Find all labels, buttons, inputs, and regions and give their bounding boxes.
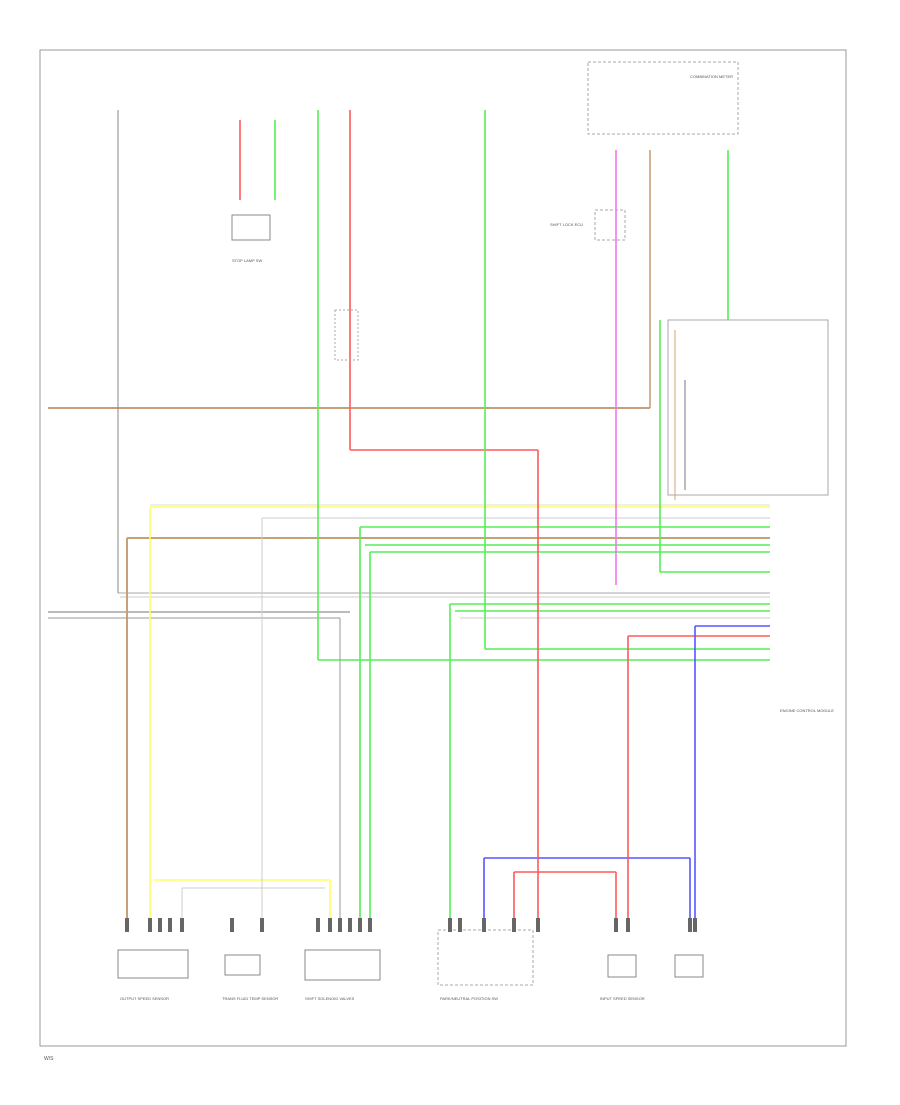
connector-pin: [688, 918, 692, 932]
connector-pin: [260, 918, 264, 932]
relay-switch: [334, 309, 359, 361]
vertical-wires: [117, 110, 729, 920]
top-components: COMBINATION METER SHIFT LOCK ECU STOP LA…: [231, 61, 739, 361]
connector-pin: [693, 918, 697, 932]
output-speed-sensor-box: [117, 949, 189, 979]
output-speed-label: OUTPUT SPEED SENSOR: [120, 996, 169, 1001]
connector-pin: [125, 918, 129, 932]
connector-pin: [626, 918, 630, 932]
connector-pins: [125, 918, 697, 932]
connector-pin: [358, 918, 362, 932]
trans-temp-sensor-box: [224, 954, 261, 976]
connector-pin: [458, 918, 462, 932]
connector-pin: [328, 918, 332, 932]
input-speed-sensor-box: [607, 954, 637, 978]
shift-solenoid-box: [304, 949, 381, 981]
connector-pin: [368, 918, 372, 932]
horizontal-wires: [48, 407, 770, 889]
combination-meter-label: COMBINATION METER: [690, 74, 733, 79]
connector-pin: [536, 918, 540, 932]
connector-pin: [338, 918, 342, 932]
engine-ecu-label: ENGINE CONTROL MODULE: [780, 708, 834, 713]
park-neutral-switch-box: [437, 929, 534, 986]
connector-pin: [180, 918, 184, 932]
input-speed-label: INPUT SPEED SENSOR: [600, 996, 645, 1001]
page-code: W/S: [44, 1056, 54, 1062]
connector-pin: [230, 918, 234, 932]
connector-pin: [512, 918, 516, 932]
shift-solenoid-label: SHIFT SOLENOID VALVES: [305, 996, 355, 1001]
bottom-components: OUTPUT SPEED SENSOR TRANS FLUID TEMP SEN…: [117, 929, 704, 1001]
connector-pin: [316, 918, 320, 932]
park-neutral-label: PARK/NEUTRAL POSITION SW: [440, 996, 498, 1001]
connector-pin: [482, 918, 486, 932]
connector-pin: [148, 918, 152, 932]
trans-temp-label: TRANS FLUID TEMP SENSOR: [222, 996, 278, 1001]
diagram-border: [39, 49, 847, 1047]
engine-ecu-upper-box: [667, 319, 829, 496]
connector-pin: [158, 918, 162, 932]
shift-lock-label: SHIFT LOCK ECU: [550, 222, 583, 227]
rear-sensor-box: [674, 954, 704, 978]
stop-lamp-switch: [231, 214, 271, 241]
connector-pin: [448, 918, 452, 932]
connector-pin: [348, 918, 352, 932]
shift-lock-box: [594, 209, 626, 241]
engine-ecu-connector: ENGINE CONTROL MODULE: [667, 319, 834, 713]
combination-meter-box: [587, 61, 739, 135]
connector-pin: [168, 918, 172, 932]
connector-pin: [614, 918, 618, 932]
stop-lamp-label: STOP LAMP SW: [232, 258, 262, 263]
